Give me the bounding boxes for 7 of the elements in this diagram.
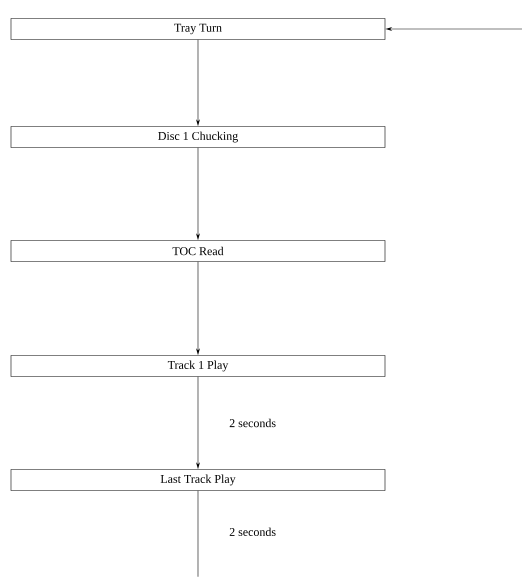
process-box: Disc 1 Chucking [10, 126, 386, 148]
process-box: Last Track Play [10, 469, 386, 491]
process-box: TOC Read [10, 240, 386, 262]
edge-label: 2 seconds [230, 418, 276, 428]
edge-label: 2 seconds [230, 528, 276, 536]
process-box: Track 1 Play [10, 355, 386, 377]
process-box: Tray Turn [10, 18, 386, 40]
